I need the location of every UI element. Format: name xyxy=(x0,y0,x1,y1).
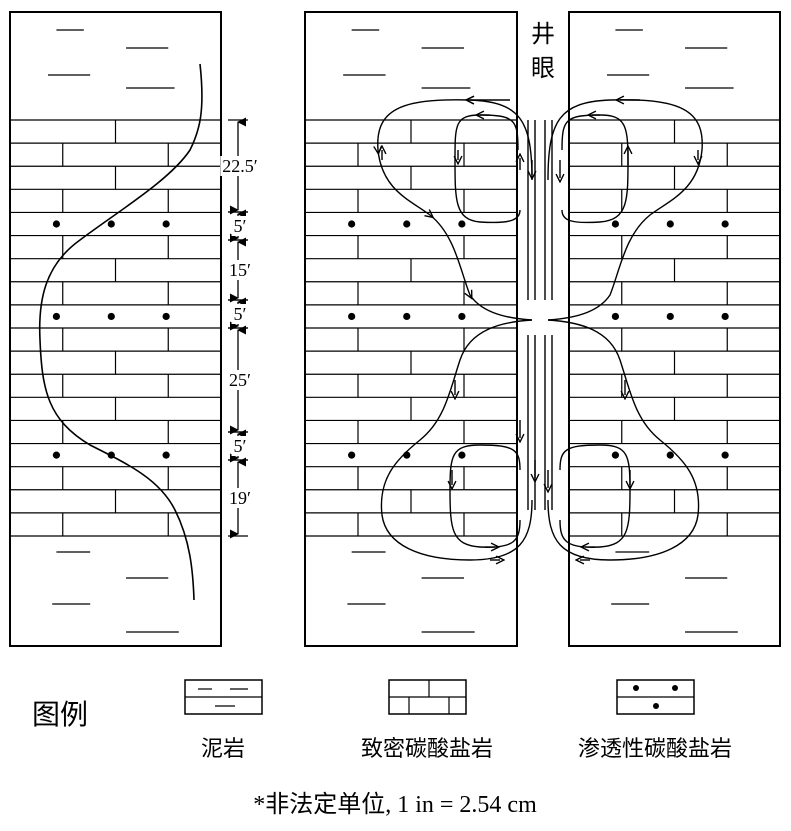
footnote: *非法定单位, 1 in = 2.54 cm xyxy=(253,791,537,818)
legend-label-permeable-carbonate: 渗透性碳酸盐岩 xyxy=(578,736,732,761)
thickness-label: 5′ xyxy=(234,436,247,456)
left-log-column xyxy=(9,11,222,647)
legend-symbol-permeable-carbonate xyxy=(616,679,695,715)
thickness-label: 22.5′ xyxy=(222,156,258,176)
thickness-label: 5′ xyxy=(234,216,247,236)
thickness-label: 15′ xyxy=(229,260,251,280)
legend-label-mudstone: 泥岩 xyxy=(201,736,245,761)
legend-title: 图例 xyxy=(32,699,88,730)
wellbore-label-char1: 井 xyxy=(531,21,555,48)
legend-label-tight-carbonate: 致密碳酸盐岩 xyxy=(361,736,493,761)
middle-well-column xyxy=(304,11,518,647)
legend-symbol-mudstone xyxy=(184,679,263,715)
thickness-label: 5′ xyxy=(234,304,247,324)
wellbore-label-char2: 眼 xyxy=(531,55,555,82)
thickness-label: 19′ xyxy=(229,488,251,508)
flow-paths xyxy=(378,100,535,560)
legend-symbol-tight-carbonate xyxy=(388,679,467,715)
thickness-label: 25′ xyxy=(229,370,251,390)
right-well-column xyxy=(568,11,781,647)
log-curve xyxy=(38,63,203,601)
thickness-dimensions: 22.5′ 5′ 15′ 5′ 25′ 5′ 19′ xyxy=(220,117,260,539)
legend: 图例 泥岩 致密碳酸盐岩 渗透性碳酸盐岩 xyxy=(32,679,732,761)
flow-paths-right xyxy=(545,100,703,560)
